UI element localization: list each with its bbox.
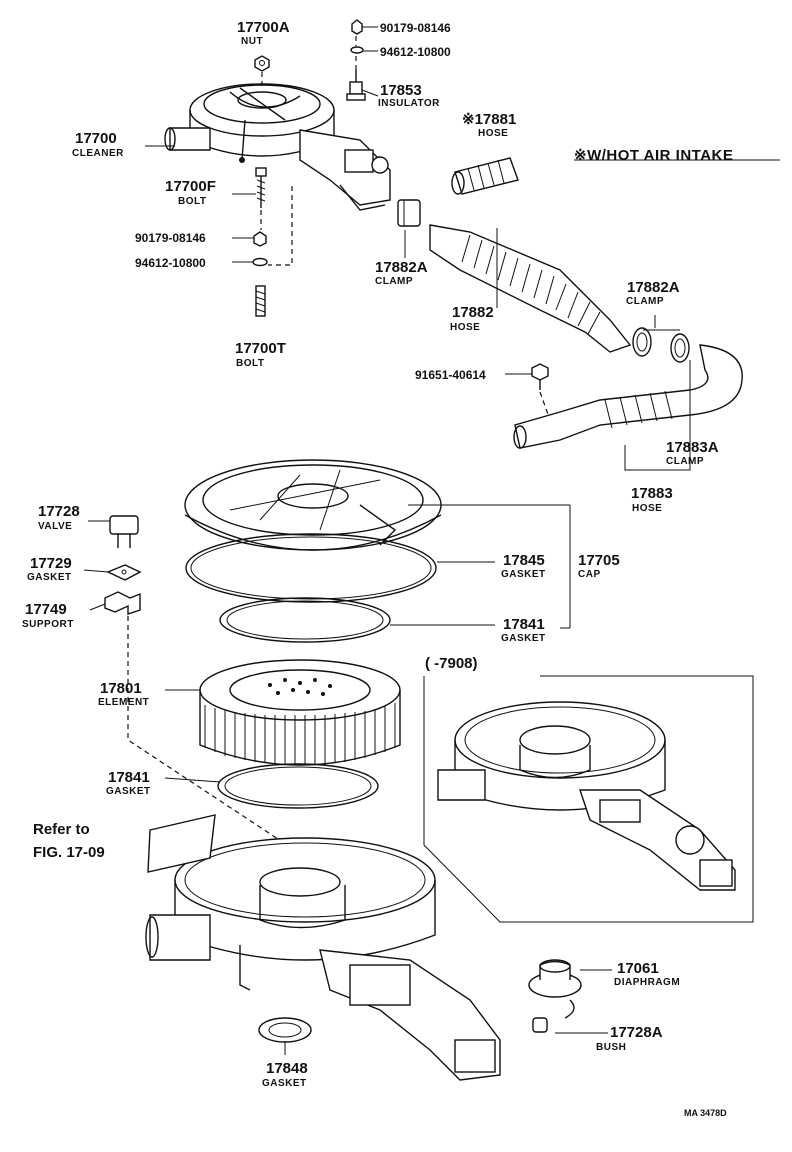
label-90179-mid: 90179-08146 <box>135 231 206 245</box>
label-17728A-name: BUSH <box>596 1042 626 1053</box>
label-17728-num: 17728 <box>38 503 80 520</box>
label-94612-mid: 94612-10800 <box>135 256 206 270</box>
gasket-17841-bottom-icon <box>217 763 379 809</box>
cleaner-case-bottom-icon <box>145 837 501 1081</box>
label-17705-num: 17705 <box>578 552 620 569</box>
element-17801-icon <box>199 659 401 766</box>
label-17700-num: 17700 <box>75 130 117 147</box>
label-17882A-right-num: 17882A <box>627 279 680 296</box>
label-17729-name: GASKET <box>27 572 72 583</box>
label-94612-top: 94612-10800 <box>380 45 451 59</box>
nut-90179-mid-icon <box>253 231 267 247</box>
nut-17700A-icon <box>254 55 270 72</box>
bush-17728A-icon <box>532 1017 548 1033</box>
drawing-code: MA 3478D <box>684 1108 727 1118</box>
hose-17882-icon <box>429 224 632 353</box>
labels: 17700A NUT 90179-08146 94612-10800 17853… <box>22 19 733 1118</box>
label-17700T-name: BOLT <box>236 358 264 369</box>
gasket-17841-top-icon <box>219 597 391 643</box>
nut-90179-icon <box>351 19 363 35</box>
label-17700-name: CLEANER <box>72 148 124 159</box>
valve-17728-icon <box>109 515 139 548</box>
label-17883A-name: CLAMP <box>666 456 704 467</box>
label-17883A-num: 17883A <box>666 439 719 456</box>
label-17882-num: 17882 <box>452 304 494 321</box>
label-17729-num: 17729 <box>30 555 72 572</box>
label-17853-num: 17853 <box>380 82 422 99</box>
label-17853-name: INSULATOR <box>378 98 440 109</box>
label-17749-num: 17749 <box>25 601 67 618</box>
label-17700A-name: NUT <box>241 36 263 47</box>
label-17801-name: ELEMENT <box>98 697 149 708</box>
label-17883-name: HOSE <box>632 503 662 514</box>
top-cleaner-assembly <box>164 19 391 317</box>
label-17845-name: GASKET <box>501 569 546 580</box>
label-17841-bot-name: GASKET <box>106 786 151 797</box>
reference-card-icon <box>147 814 216 873</box>
cap-17705-icon <box>184 459 442 551</box>
hose-17881-icon <box>451 157 519 195</box>
gasket-17729-icon <box>106 564 142 581</box>
label-17881-num: ※17881 <box>462 111 516 128</box>
label-17061-name: DIAPHRAGM <box>614 977 680 988</box>
label-17841-top-num: 17841 <box>503 616 545 633</box>
washer-94612-icon <box>350 46 364 54</box>
stud-17700T-icon <box>255 285 266 317</box>
label-91651: 91651-40614 <box>415 368 486 382</box>
label-17841-bot-num: 17841 <box>108 769 150 786</box>
inset-variant-box <box>423 675 754 923</box>
label-17882A-right-name: CLAMP <box>626 296 664 307</box>
label-17700F-num: 17700F <box>165 178 216 195</box>
label-90179-top: 90179-08146 <box>380 21 451 35</box>
label-17882A-left-name: CLAMP <box>375 276 413 287</box>
leader-lines <box>83 26 780 1055</box>
support-17749-icon <box>104 591 141 615</box>
gasket-17845-icon <box>185 533 437 603</box>
label-17801-num: 17801 <box>100 680 142 697</box>
label-17841-top-name: GASKET <box>501 633 546 644</box>
bolt-17700F-icon <box>255 167 267 208</box>
label-range-7908: ( -7908) <box>425 655 478 672</box>
hose-17883-icon <box>513 344 743 449</box>
gasket-17848-icon <box>258 1017 312 1043</box>
bolt-91651-icon <box>531 363 549 390</box>
insulator-17853-icon <box>346 70 366 101</box>
inset-cleaner-icon <box>437 701 736 891</box>
label-17881-name: HOSE <box>478 128 508 139</box>
label-17848-name: GASKET <box>262 1078 307 1089</box>
label-17700T-num: 17700T <box>235 340 286 357</box>
note-hot-air-intake: ※W/HOT AIR INTAKE <box>574 147 733 164</box>
hot-air-intake-hoses <box>397 157 743 471</box>
label-refer-fig: FIG. 17-09 <box>33 844 105 861</box>
label-17061-num: 17061 <box>617 960 659 977</box>
label-17882A-left-num: 17882A <box>375 259 428 276</box>
clamp-17882A-right-icon <box>632 327 652 357</box>
label-17705-name: CAP <box>578 569 601 580</box>
label-17848-num: 17848 <box>266 1060 308 1077</box>
washer-94612-mid-icon <box>252 257 268 267</box>
clamp-17883A-icon <box>670 333 690 363</box>
label-17882-name: HOSE <box>450 322 480 333</box>
diaphragm-17061-icon <box>528 959 582 1019</box>
label-17728-name: VALVE <box>38 521 72 532</box>
label-17749-name: SUPPORT <box>22 619 74 630</box>
label-17700F-name: BOLT <box>178 196 206 207</box>
clamp-17882A-left-icon <box>397 199 421 227</box>
label-17845-num: 17845 <box>503 552 545 569</box>
air-cleaner-body-icon <box>164 83 391 211</box>
label-17728A-num: 17728A <box>610 1024 663 1041</box>
label-refer-to: Refer to <box>33 821 90 838</box>
label-17700A-num: 17700A <box>237 19 290 36</box>
label-17883-num: 17883 <box>631 485 673 502</box>
